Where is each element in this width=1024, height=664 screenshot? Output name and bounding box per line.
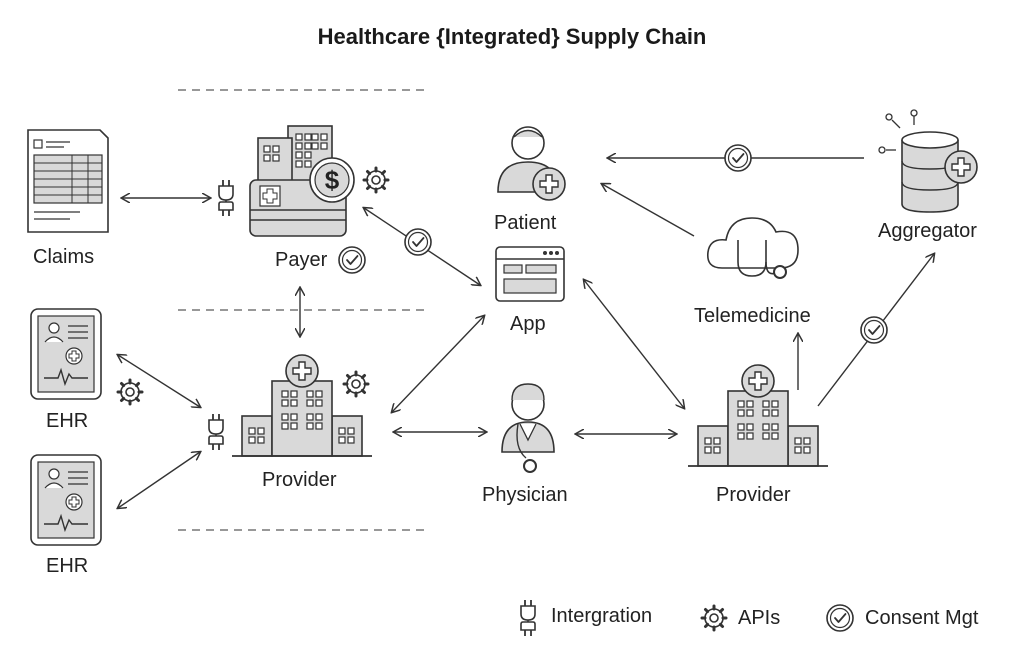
telemedicine-cloud-icon bbox=[706, 217, 799, 279]
ehr-top-label: EHR bbox=[46, 410, 89, 432]
legend-consent-icon bbox=[826, 604, 854, 632]
physician-icon bbox=[501, 383, 555, 473]
payer-building-icon: $ bbox=[249, 125, 355, 237]
legend-apis-icon bbox=[700, 604, 728, 632]
provider-left-hospital-icon bbox=[232, 355, 372, 456]
provider-plug-icon bbox=[208, 413, 224, 451]
telemedicine-patient-arrow bbox=[602, 184, 695, 237]
legend-consent-label: Consent Mgt bbox=[865, 607, 979, 629]
legend-integration-icon bbox=[520, 599, 536, 637]
patient-label: Patient bbox=[494, 212, 557, 234]
provider-app-arrow bbox=[392, 316, 484, 412]
ehr-top-provider-arrow bbox=[118, 355, 200, 407]
app-window-icon bbox=[495, 246, 565, 302]
plug-icon bbox=[218, 179, 234, 217]
diagram-title: Healthcare {Integrated} Supply Chain bbox=[317, 24, 707, 49]
ehr-bottom-provider-arrow bbox=[118, 452, 200, 508]
ehr-gear-icon bbox=[116, 378, 144, 406]
svg-text:$: $ bbox=[325, 165, 340, 195]
aggregator-patient-consent-icon bbox=[724, 144, 752, 172]
payer-label: Payer bbox=[275, 249, 328, 271]
payer-consent-icon bbox=[338, 246, 366, 274]
app-label: App bbox=[510, 313, 546, 335]
ehr-bottom-tablet-icon bbox=[30, 454, 102, 546]
app-provider-arrow bbox=[584, 280, 684, 408]
aggregator-label: Aggregator bbox=[878, 220, 977, 242]
provider-gear-icon bbox=[342, 370, 370, 398]
payer-gear-icon bbox=[362, 166, 390, 194]
patient-icon bbox=[497, 126, 566, 201]
telemedicine-label: Telemedicine bbox=[694, 305, 811, 327]
aggregator-database-icon bbox=[878, 109, 978, 213]
provider-right-label: Provider bbox=[716, 484, 791, 506]
ehr-top-tablet-icon bbox=[30, 308, 102, 400]
physician-label: Physician bbox=[482, 484, 568, 506]
payer-app-consent-icon bbox=[404, 228, 432, 256]
provider-right-hospital-icon bbox=[688, 365, 828, 466]
claims-document-icon bbox=[27, 129, 109, 233]
claims-label: Claims bbox=[33, 246, 95, 268]
aggregator-consent-icon bbox=[860, 316, 888, 344]
legend-apis-label: APIs bbox=[738, 607, 781, 629]
legend-integration-label: Intergration bbox=[551, 605, 653, 627]
ehr-bottom-label: EHR bbox=[46, 555, 89, 577]
provider-left-label: Provider bbox=[262, 469, 337, 491]
